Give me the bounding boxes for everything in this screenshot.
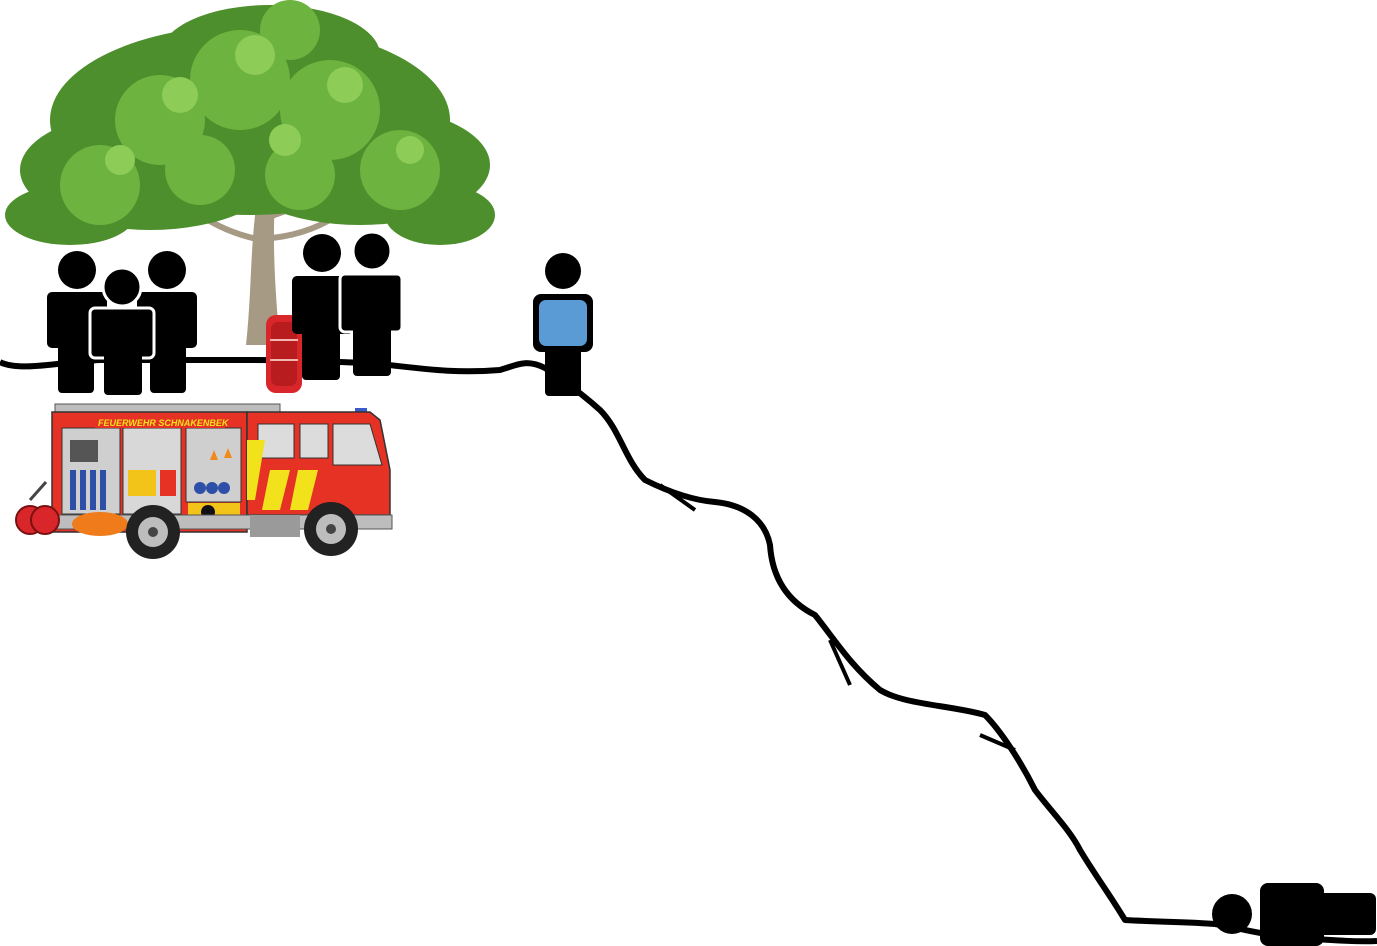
wheel-icon bbox=[126, 505, 180, 559]
person-icon bbox=[90, 268, 154, 395]
truck-lettering: FEUERWEHR SCHNAKENBEK bbox=[98, 418, 230, 428]
radio-operator-icon bbox=[533, 253, 593, 396]
person-group-mid bbox=[292, 232, 402, 380]
person-icon bbox=[340, 232, 402, 376]
wheel-icon bbox=[304, 502, 358, 556]
fire-truck-icon: FEUERWEHR SCHNAKENBEK bbox=[16, 404, 392, 559]
victim-icon bbox=[1212, 883, 1376, 946]
person-group-left bbox=[47, 251, 197, 395]
